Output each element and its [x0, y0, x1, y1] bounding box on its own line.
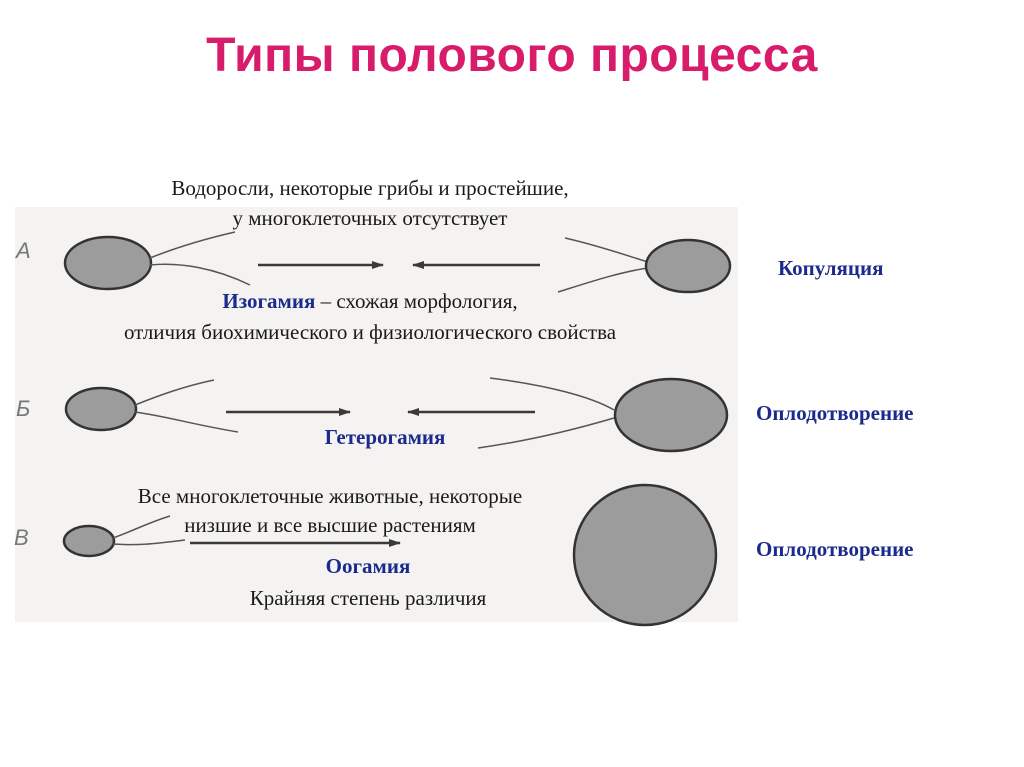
oogamy-term: Оогамия	[218, 554, 518, 579]
side-label-fertilization-1: Оплодотворение	[756, 401, 914, 426]
flagellum	[113, 540, 185, 545]
oogamy-note-line1: Все многоклеточные животные, некоторые	[20, 484, 640, 509]
microgamete	[66, 388, 136, 430]
flagellum	[490, 378, 614, 410]
row-letter-b: Б	[16, 396, 30, 422]
isogamy-term: Изогамия	[222, 289, 315, 313]
flagellum	[135, 412, 238, 432]
side-label-copulation: Копуляция	[778, 256, 883, 281]
isogamete-left	[65, 237, 151, 289]
side-label-fertilization-2: Оплодотворение	[756, 537, 914, 562]
isogamy-desc: – схожая морфология,	[315, 289, 517, 313]
row-letter-a: А	[16, 238, 31, 264]
flagellum	[150, 232, 235, 258]
oogamy-note-line2: низшие и все высшие растениям	[20, 513, 640, 538]
flagellum	[150, 264, 250, 285]
isogamete-right	[646, 240, 730, 292]
isogamy-note-line1: Водоросли, некоторые грибы и простейшие,	[60, 176, 680, 201]
macrogamete	[615, 379, 727, 451]
oogamy-desc: Крайняя степень различия	[168, 586, 568, 611]
isogamy-definition: Изогамия – схожая морфология,	[60, 289, 680, 314]
flagellum	[565, 238, 648, 262]
isogamy-note-line2: у многоклеточных отсутствует	[60, 206, 680, 231]
flagellum	[135, 380, 214, 405]
isogamy-desc-line2: отличия биохимического и физиологическог…	[20, 320, 720, 345]
heterogamy-term: Гетерогамия	[235, 425, 535, 450]
